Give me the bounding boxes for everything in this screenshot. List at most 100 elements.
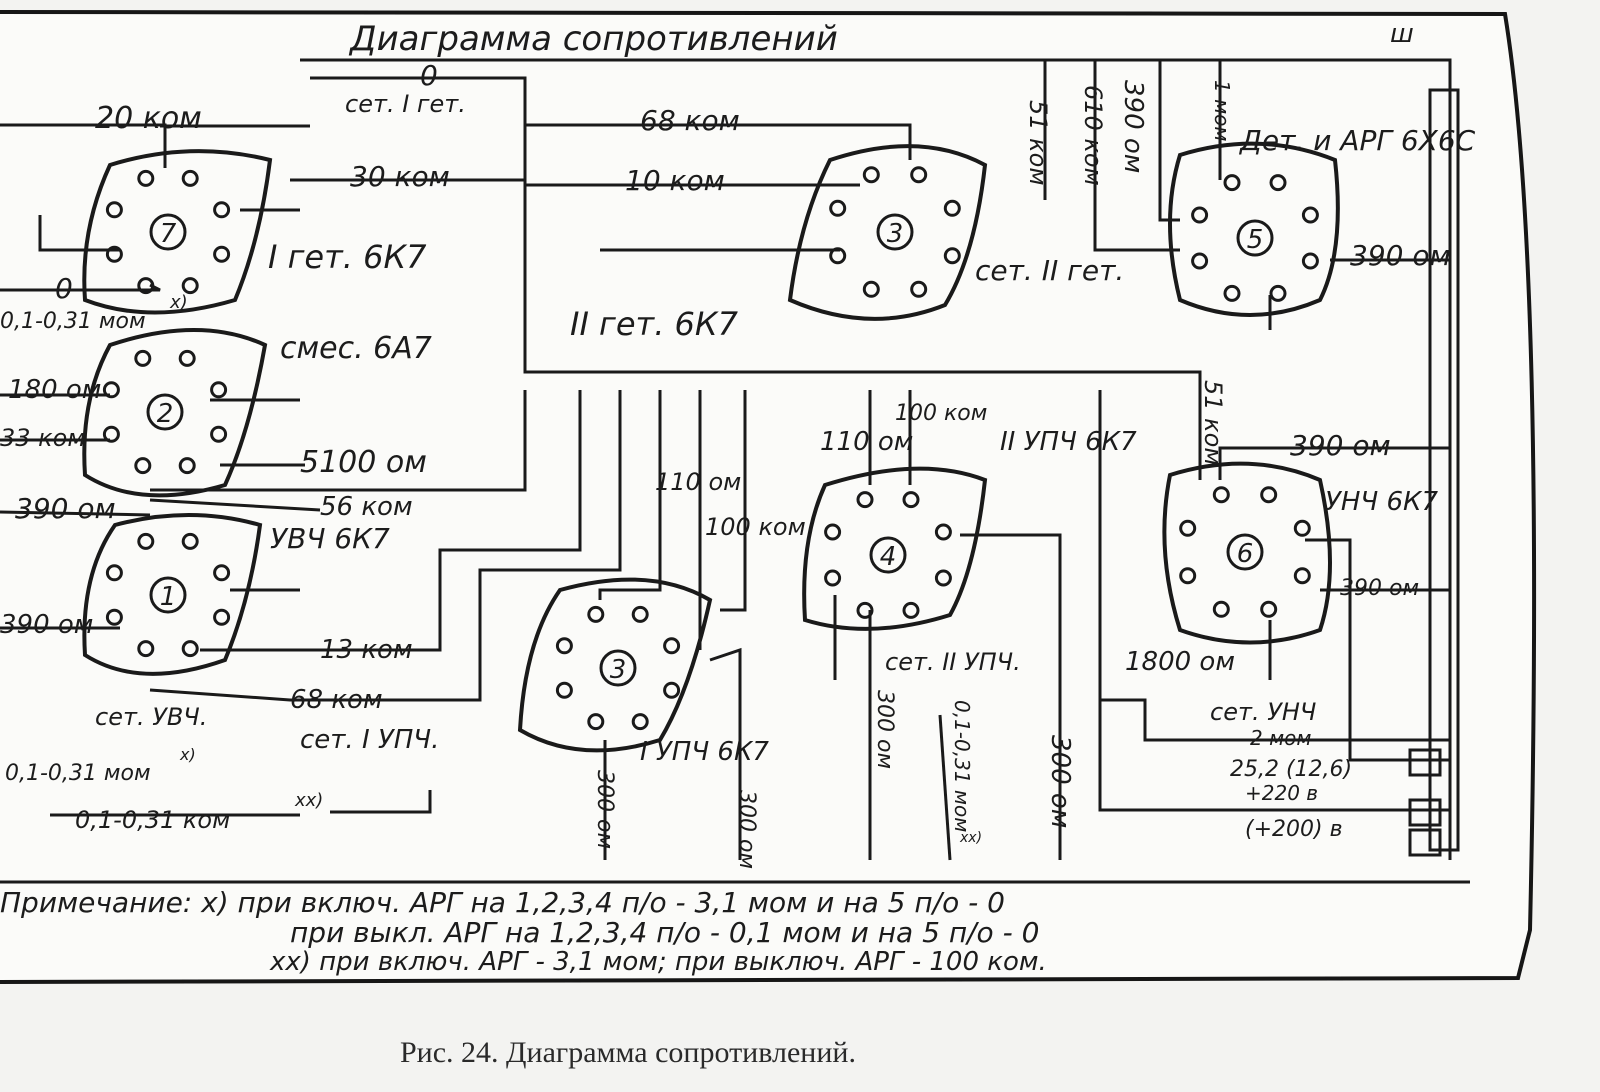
tube-3-bottom-pin	[587, 605, 605, 623]
label-300om-b: 300 ом	[734, 790, 759, 869]
tube-4-pin	[856, 601, 874, 619]
tube-5: 5 Дет. и АРГ 6Х6С	[1168, 124, 1476, 317]
tube-6-pin	[1179, 567, 1197, 585]
label-set-i-get: сет. I гет.	[345, 90, 466, 118]
label-220v: +220 в	[1245, 781, 1318, 805]
tube-4-pin	[856, 491, 874, 509]
label-110om-a: 110 ом	[655, 468, 741, 496]
label-1mom: 1 мом	[1210, 80, 1234, 142]
tube-1-pin	[213, 608, 231, 626]
label-1800om: 1800 ом	[1125, 647, 1235, 677]
tube-1-name: УВЧ 6К7	[270, 522, 390, 555]
tube-3-top-number: 3	[887, 219, 904, 249]
tube-5-pin	[1269, 284, 1287, 302]
label-300om-d: 300 ом	[1045, 735, 1075, 828]
tube-3-bottom-pin	[663, 637, 681, 655]
label-xx1: xx)	[294, 790, 323, 811]
tube-5-pin	[1191, 252, 1209, 270]
top-ground-symbol: ш	[1390, 19, 1414, 49]
tube-3-top: 3 II гет. 6К7	[570, 144, 988, 343]
tube-7: 7 I гет. 6К7	[82, 149, 427, 315]
label-610kom: 610 ком	[1079, 85, 1107, 186]
tube-4-name: II УПЧ 6К7	[1000, 427, 1137, 457]
label-390om-d: 390 ом	[1340, 576, 1419, 601]
tube-1-pin	[181, 532, 199, 550]
tube-3-top-pin	[943, 199, 961, 217]
label-25-2: 25,2 (12,6)	[1230, 757, 1352, 782]
figure-caption: Рис. 24. Диаграмма сопротивлений.	[400, 1036, 856, 1069]
tube-6-number: 6	[1237, 539, 1254, 569]
tube-2-pin	[102, 381, 120, 399]
label-390om-r: 390 ом	[1350, 239, 1451, 272]
label-20kom: 20 ком	[95, 101, 202, 136]
tube-1-pin	[137, 532, 155, 550]
label-300om-c: 300 ом	[872, 690, 897, 769]
tube-6-name: УНЧ 6К7	[1325, 487, 1438, 517]
tube-7-number: 7	[160, 219, 177, 249]
label-390om-b: 390 ом	[0, 610, 93, 640]
tube-3-top-pin	[829, 247, 847, 265]
label-13kom: 13 ком	[320, 635, 413, 665]
tube-3-bottom-pin	[631, 713, 649, 731]
tube-5-number: 5	[1247, 225, 1264, 255]
label-180om: 180 ом	[8, 375, 101, 405]
label-xx2: xx)	[959, 830, 982, 846]
tube-3-bottom-pin	[587, 713, 605, 731]
label-56kom: 56 ком	[320, 492, 413, 522]
label-100kom-b: 100 ком	[895, 401, 987, 426]
tube-7-pin	[105, 245, 123, 263]
tube-4-pin	[934, 523, 952, 541]
tube-2-pin	[178, 457, 196, 475]
value-labels: 20 ком 0 сет. I гет. 30 ком 0 x) 0,1-0,3…	[0, 59, 1451, 869]
tube-2: 2 смес. 6А7	[82, 328, 432, 498]
tube-5-pin	[1269, 174, 1287, 192]
tube-5-pin	[1191, 206, 1209, 224]
label-390om-v: 390 ом	[1118, 80, 1148, 173]
label-10kom: 10 ком	[625, 164, 725, 197]
tube-3-top-pin	[829, 199, 847, 217]
tube-2-number: 2	[157, 399, 174, 429]
label-390om-a: 390 ом	[15, 492, 116, 525]
label-01-left: 0,1-0,31 мом	[0, 309, 146, 334]
tube-4-pin	[902, 601, 920, 619]
tube-3-bottom-pin	[555, 637, 573, 655]
tube-1-pin	[181, 640, 199, 658]
label-set-unch: сет. УНЧ	[1210, 698, 1316, 726]
tube-1: 1 УВЧ 6К7	[82, 513, 390, 676]
label-300om-a: 300 ом	[592, 770, 617, 849]
tube-6-pin	[1293, 519, 1311, 537]
label-51kom-b: 51 ком	[1199, 380, 1227, 465]
tube-5-pin	[1301, 206, 1319, 224]
tube-2-pin	[210, 425, 228, 443]
tube-3-bottom: 3 I УПЧ 6К7	[517, 577, 769, 767]
label-x1: x)	[169, 292, 188, 313]
tube-1-pin	[213, 564, 231, 582]
tube-7-pin	[213, 245, 231, 263]
tube-3-bottom-pin	[663, 681, 681, 699]
label-set-uvch: сет. УВЧ.	[95, 703, 207, 731]
note-line-2: при выкл. АРГ на 1,2,3,4 п/о - 0,1 мом и…	[290, 916, 1039, 949]
label-set-ii-get: сет. II гет.	[975, 254, 1124, 287]
label-30kom: 30 ком	[350, 160, 450, 193]
tube-2-pin	[178, 349, 196, 367]
tube-3-bottom-pin	[555, 681, 573, 699]
tube-7-pin	[137, 277, 155, 295]
tube-3-top-name: II гет. 6К7	[570, 305, 739, 343]
label-390om-c: 390 ом	[1290, 429, 1391, 462]
label-set-ii-upch: сет. II УПЧ.	[885, 648, 1021, 676]
tube-7-pin	[137, 169, 155, 187]
tube-3-top-pin	[943, 247, 961, 265]
tube-3-top-pin	[862, 166, 880, 184]
tube-6-pin	[1212, 600, 1230, 618]
tube-5-pin	[1223, 174, 1241, 192]
label-2mom: 2 мом	[1250, 726, 1312, 750]
tube-7-name: I гет. 6К7	[268, 238, 427, 276]
tube-3-top-pin	[862, 280, 880, 298]
label-x2: x)	[179, 745, 196, 764]
label-0-left: 0	[55, 272, 73, 305]
tube-4-number: 4	[880, 542, 897, 572]
tube-7-pin	[213, 201, 231, 219]
tube-2-pin	[134, 349, 152, 367]
label-33kom: 33 ком	[0, 424, 85, 452]
